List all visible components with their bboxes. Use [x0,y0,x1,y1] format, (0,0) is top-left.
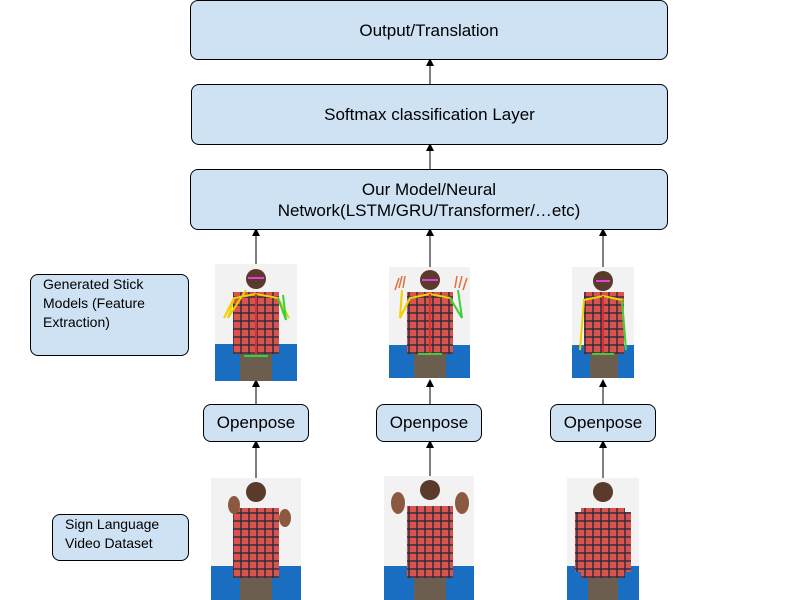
softmax-layer-box: Softmax classification Layer [191,84,668,145]
model-label-line2: Network(LSTM/GRU/Transformer/…etc) [277,200,581,220]
openpose-label-2: Openpose [389,413,469,432]
stick-model-photo-3 [572,267,634,378]
stick-model-photo-1 [215,264,297,381]
openpose-box-3: Openpose [550,404,656,442]
stick-models-label-line2: Models (Feature [43,295,145,311]
stick-models-label-box: Generated Stick Models (Feature Extracti… [30,274,189,356]
softmax-layer-label: Softmax classification Layer [324,105,535,124]
stick-models-label-line1: Generated Stick [43,276,144,292]
stick-model-photo-2 [389,267,470,378]
output-translation-label: Output/Translation [359,20,499,40]
openpose-label-1: Openpose [216,413,296,432]
dataset-label-line1: Sign Language [65,516,160,532]
video-photo-1 [211,478,301,600]
openpose-label-3: Openpose [563,413,643,432]
video-photo-3 [567,478,639,600]
video-photo-2 [384,476,474,600]
output-translation-box: Output/Translation [190,0,668,60]
model-box: Our Model/Neural Network(LSTM/GRU/Transf… [190,169,668,230]
openpose-box-1: Openpose [203,404,309,442]
stick-models-label-line3: Extraction) [43,314,110,330]
dataset-label-line2: Video Dataset [65,535,153,551]
openpose-box-2: Openpose [376,404,482,442]
dataset-label-box: Sign Language Video Dataset [52,514,189,561]
model-label-line1: Our Model/Neural [361,179,497,199]
